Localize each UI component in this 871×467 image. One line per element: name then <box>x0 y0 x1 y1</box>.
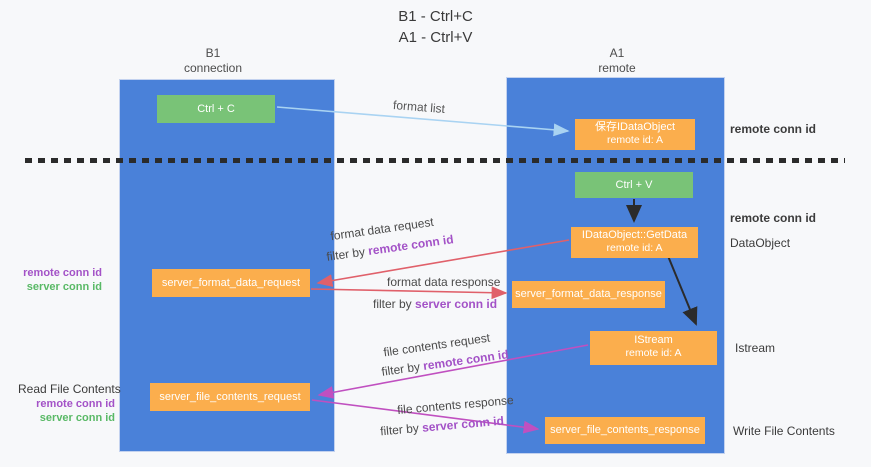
node-getdata-remote-id: remote id: A <box>606 242 663 254</box>
left-read-file-contents-label: Read File Contents <box>18 382 121 396</box>
right-remote-conn-id-top: remote conn id <box>730 122 817 136</box>
node-save-idataobject-remote-id: remote id: A <box>606 134 664 146</box>
server-conn-id-text: server conn id <box>421 413 505 435</box>
node-save-idataobject: 保存IDataObject remote id: A <box>575 119 695 150</box>
left-column-role: connection <box>183 61 243 75</box>
node-ctrl-c: Ctrl + C <box>157 95 275 123</box>
node-ctrl-v: Ctrl + V <box>575 172 693 198</box>
right-istream-label: Istream <box>735 341 776 355</box>
diagram-title: B1 - Ctrl+C A1 - Ctrl+V <box>0 6 871 48</box>
filter-by-text: filter by <box>373 297 412 311</box>
left-conn-id-group-bottom: Read File Contents remote conn id server… <box>18 381 121 425</box>
right-remote-conn-id-bottom: remote conn id <box>730 211 817 225</box>
format-data-response-arrow <box>310 286 508 300</box>
filter-by-text: filter by <box>380 359 421 379</box>
left-server-conn-id-bottom: server conn id <box>39 412 115 424</box>
left-column-header: B1 connection <box>106 46 320 76</box>
title-line-2: A1 - Ctrl+V <box>398 29 473 46</box>
right-column-header: A1 remote <box>510 46 724 76</box>
session-divider-dashed-line <box>25 158 845 163</box>
node-istream-remote-id: remote id: A <box>625 347 682 359</box>
label-filter-by-server-1: filter by server conn id <box>373 297 497 311</box>
node-save-idataobject-title: 保存IDataObject <box>594 121 676 133</box>
left-conn-id-group-top: remote conn id server conn id <box>18 266 102 294</box>
label-format-data-response: format data response <box>387 275 501 289</box>
left-server-conn-id-top: server conn id <box>26 281 102 293</box>
node-server-format-data-response: server_format_data_response <box>512 281 665 308</box>
right-write-file-contents-label: Write File Contents <box>733 424 835 438</box>
node-server-format-data-request: server_format_data_request <box>152 269 310 297</box>
left-column-name: B1 <box>205 46 221 60</box>
node-getdata-title: IDataObject::GetData <box>581 229 688 241</box>
filter-by-text: filter by <box>379 421 420 439</box>
label-filter-by-server-2: filter by server conn id <box>380 414 505 439</box>
right-column-name: A1 <box>609 46 625 60</box>
label-format-list: format list <box>392 97 446 117</box>
node-idataobject-getdata: IDataObject::GetData remote id: A <box>571 227 698 258</box>
server-conn-id-text: server conn id <box>415 297 498 311</box>
node-istream-title: IStream <box>634 334 673 346</box>
right-dataobject-label: DataObject <box>730 236 791 250</box>
right-column-role: remote <box>598 61 636 75</box>
node-server-file-contents-response: server_file_contents_response <box>545 417 705 444</box>
title-line-1: B1 - Ctrl+C <box>398 8 473 25</box>
node-istream: IStream remote id: A <box>590 331 717 365</box>
left-remote-conn-id-top: remote conn id <box>23 267 102 279</box>
node-server-file-contents-request: server_file_contents_request <box>150 383 310 411</box>
left-remote-conn-id-bottom: remote conn id <box>36 398 115 410</box>
